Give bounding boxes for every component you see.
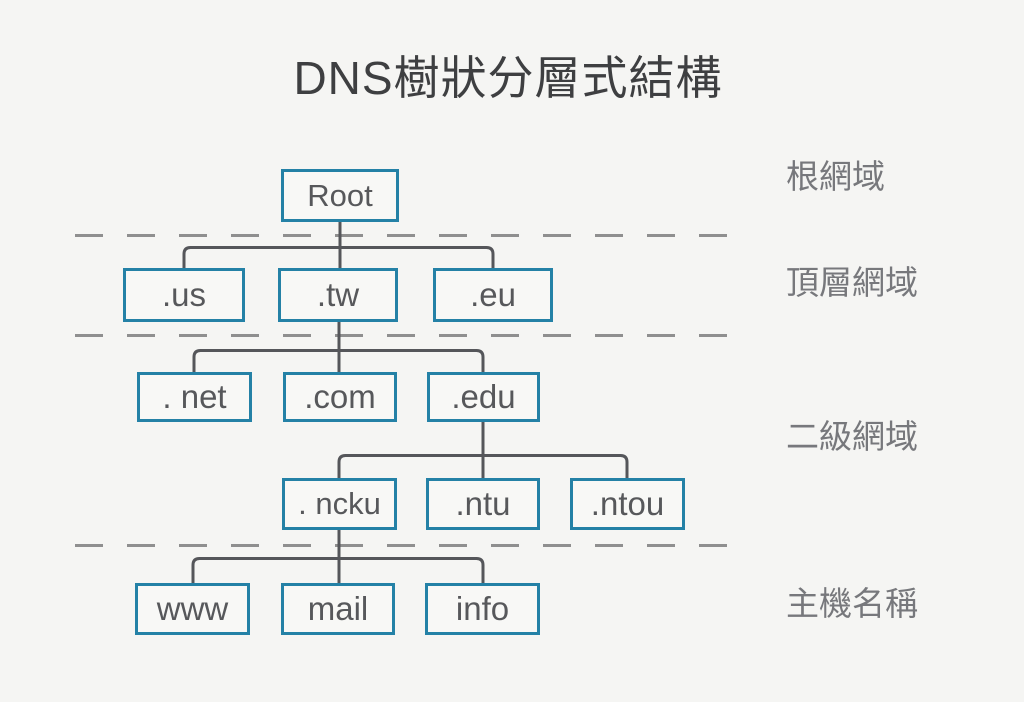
tree-node-edu: .edu xyxy=(427,372,540,422)
tree-node-ncku: . ncku xyxy=(282,478,397,530)
tree-node-mail: mail xyxy=(281,583,395,635)
level-label-root-domain: 根網域 xyxy=(786,158,885,195)
level-label-second-level-domain: 二級網域 xyxy=(786,418,918,455)
tree-branch-lines xyxy=(182,222,629,583)
level-separator-dashed-lines xyxy=(75,234,727,547)
tree-node-com: .com xyxy=(283,372,397,422)
tree-node-net: . net xyxy=(137,372,252,422)
tree-node-ntu: .ntu xyxy=(426,478,540,530)
tree-node-us: .us xyxy=(123,268,245,322)
level-label-top-level-domain: 頂層網域 xyxy=(786,264,918,301)
tree-node-root: Root xyxy=(281,169,399,222)
level-label-host-name: 主機名稱 xyxy=(786,585,918,622)
tree-node-eu: .eu xyxy=(433,268,553,322)
tree-node-info: info xyxy=(425,583,540,635)
page-title: DNS樹狀分層式結構 xyxy=(293,52,723,104)
tree-node-www: www xyxy=(135,583,250,635)
tree-node-ntou: .ntou xyxy=(570,478,685,530)
tree-node-tw: .tw xyxy=(278,268,398,322)
